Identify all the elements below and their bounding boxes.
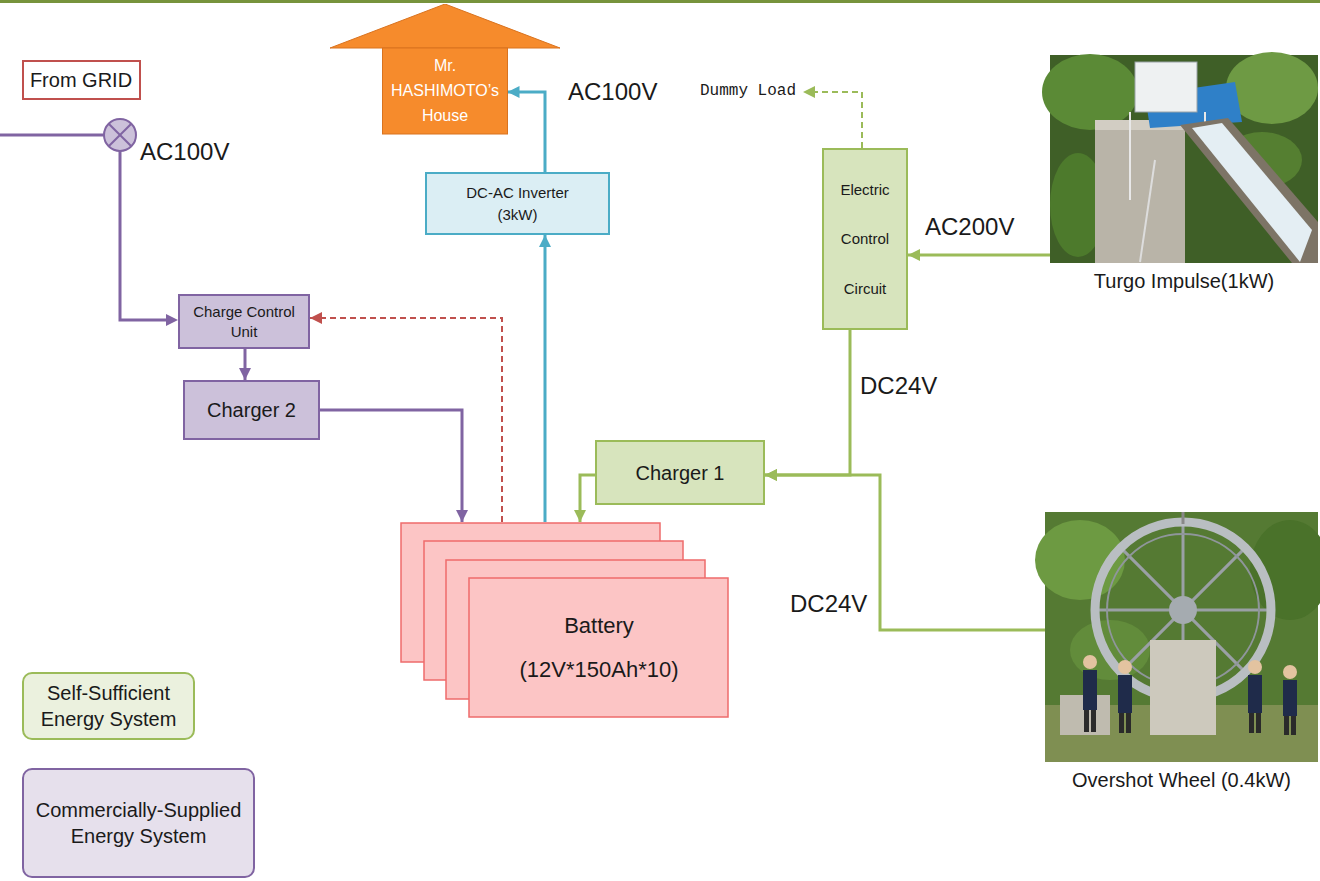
source-box: From GRID (22, 60, 141, 100)
grid-symbol (104, 119, 136, 151)
voltage-label: AC200V (925, 213, 1014, 241)
connector (765, 330, 850, 475)
frame-bar (1129, 112, 1131, 200)
person-leg (1091, 710, 1096, 732)
turbine-housing (1135, 62, 1197, 112)
node-text: Electric Control Circuit (824, 165, 906, 314)
person-head (1118, 660, 1132, 674)
connector (908, 254, 1050, 257)
node-text: Charger 1 (636, 461, 725, 485)
grid-wire (120, 151, 167, 320)
arrow-head (803, 86, 815, 98)
charger-box: Charger 1 (595, 440, 765, 505)
wheel-hub (1169, 596, 1197, 624)
person-leg (1284, 716, 1289, 735)
dummy-load-wire (814, 92, 862, 148)
person-body (1118, 675, 1132, 713)
person-head (1248, 660, 1262, 674)
turbine-photo: Turgo Impulse(1kW) (1050, 55, 1318, 263)
node-text: Charge Control Unit (187, 302, 302, 341)
load-label: Dummy Load (700, 82, 796, 100)
legend-text: Commercially-Supplied Energy System (24, 797, 253, 849)
legend-text: Self-Sufficient Energy System (24, 680, 193, 732)
voltage-label: DC24V (860, 372, 937, 400)
person-leg (1291, 716, 1296, 735)
person-head (1283, 665, 1297, 679)
photo-caption: Overshot Wheel (0.4kW) (1025, 768, 1320, 792)
rope (1140, 160, 1155, 262)
top-rule (0, 0, 1320, 3)
node-text: From GRID (30, 68, 132, 92)
waterwheel-photo: Overshot Wheel (0.4kW) (1045, 512, 1318, 762)
concrete-block (1095, 120, 1185, 263)
process-box: Electric Control Circuit (822, 148, 908, 330)
concrete-base (1150, 640, 1216, 735)
connector (580, 475, 595, 522)
person-body (1083, 670, 1097, 710)
person-leg (1119, 713, 1124, 733)
voltage-label: AC100V (140, 138, 229, 166)
node-text: Battery (12V*150Ah*10) (504, 604, 694, 692)
voltage-label: AC100V (568, 78, 657, 106)
battery-cell (469, 578, 728, 717)
house-roof (330, 4, 560, 48)
arrow-head (166, 314, 178, 326)
charger-box: Charger 2 (183, 380, 320, 440)
person-leg (1256, 713, 1261, 733)
legend-swatch: Self-Sufficient Energy System (22, 672, 195, 740)
person-body (1248, 675, 1262, 713)
person-head (1083, 655, 1097, 669)
foliage (1042, 54, 1138, 130)
node-text: Mr. HASHIMOTO’s House (383, 54, 508, 128)
node-text: Charger 2 (207, 398, 296, 422)
house-text-area: Mr. HASHIMOTO’s House (383, 48, 508, 135)
house-shape: Mr. HASHIMOTO’s House (330, 4, 560, 135)
battery-stack: Battery (12V*150Ah*10) (400, 522, 730, 718)
legend-swatch: Commercially-Supplied Energy System (22, 768, 255, 878)
process-box: Charge Control Unit (178, 294, 310, 349)
photo-caption-text: Overshot Wheel (0.4kW) (1025, 768, 1320, 792)
connector (310, 318, 502, 522)
connector (508, 92, 546, 172)
voltage-label: DC24V (790, 590, 867, 618)
water-chute (1180, 118, 1318, 263)
connector (544, 235, 547, 522)
photo-caption: Turgo Impulse(1kW) (1030, 269, 1320, 293)
connector (765, 475, 1045, 630)
grid-symbol-cross (109, 124, 132, 147)
grid-wire (0, 134, 104, 137)
connector (244, 349, 247, 380)
inverter-box: DC-AC Inverter (3kW) (425, 172, 610, 235)
person-leg (1249, 713, 1254, 733)
node-text: DC-AC Inverter (3kW) (453, 182, 583, 226)
person-leg (1126, 713, 1131, 733)
photo-caption-text: Turgo Impulse(1kW) (1030, 269, 1320, 293)
battery-text-area: Battery (12V*150Ah*10) (469, 578, 729, 718)
water-flow (1192, 123, 1312, 262)
person-leg (1084, 710, 1089, 732)
house-body (383, 48, 508, 134)
connector (320, 410, 462, 522)
pole (1182, 512, 1185, 524)
person-body (1283, 680, 1297, 716)
grid-symbol-cross (109, 124, 132, 147)
